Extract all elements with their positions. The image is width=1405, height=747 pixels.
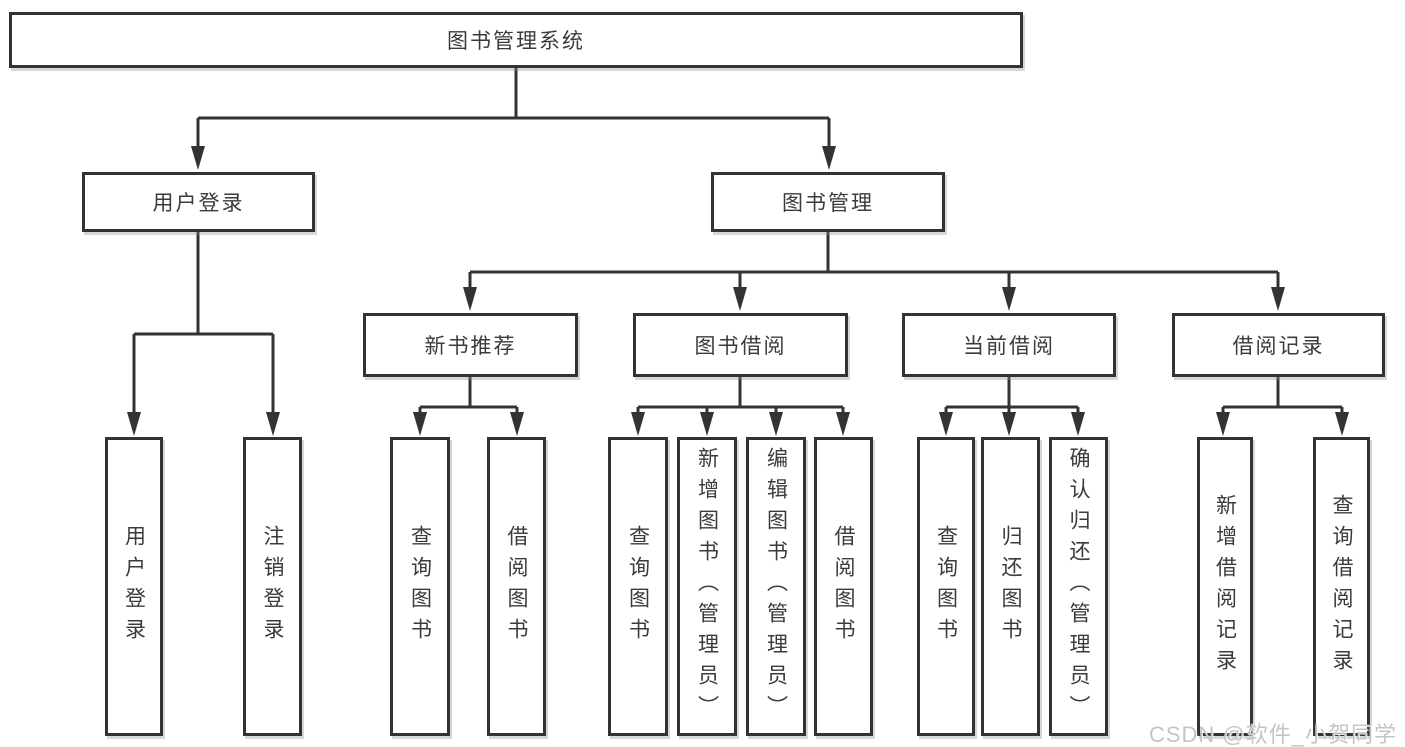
leaf-logout: 注销登录 bbox=[243, 437, 302, 736]
leaf-borrow-query-books: 查询图书 bbox=[608, 437, 668, 736]
node-book-borrow: 图书借阅 bbox=[633, 313, 848, 377]
leaf-borrow-books: 借阅图书 bbox=[814, 437, 873, 736]
node-current-borrow: 当前借阅 bbox=[902, 313, 1116, 377]
leaf-user-login: 用户登录 bbox=[105, 437, 163, 736]
leaf-add-books-admin: 新增图书（管理员） bbox=[677, 437, 737, 736]
leaf-logout-label: 注销登录 bbox=[261, 524, 285, 649]
leaf-add-books-admin-label: 新增图书（管理员） bbox=[695, 447, 720, 726]
arrowheads bbox=[127, 146, 1349, 436]
leaf-confirm-return-admin-label: 确认归还（管理员） bbox=[1067, 447, 1091, 726]
csdn-watermark: CSDN @软件_小贺同学 bbox=[1148, 722, 1397, 747]
leaf-recommend-borrow-books-label: 借阅图书 bbox=[505, 524, 529, 649]
leaf-current-query-books-label: 查询图书 bbox=[934, 524, 959, 649]
node-user-login-label: 用户登录 bbox=[152, 191, 245, 215]
leaf-add-borrow-record-label: 新增借阅记录 bbox=[1213, 493, 1238, 680]
node-root-label: 图书管理系统 bbox=[447, 29, 585, 53]
leaf-query-borrow-record-label: 查询借阅记录 bbox=[1330, 493, 1354, 680]
node-book-management: 图书管理 bbox=[711, 172, 945, 232]
leaf-current-query-books: 查询图书 bbox=[917, 437, 975, 736]
leaf-return-books-label: 归还图书 bbox=[999, 524, 1023, 649]
leaf-borrow-query-books-label: 查询图书 bbox=[626, 524, 651, 649]
leaf-recommend-query-books: 查询图书 bbox=[390, 437, 450, 736]
leaf-edit-books-admin-label: 编辑图书（管理员） bbox=[764, 447, 789, 726]
node-new-book-recommend-label: 新书推荐 bbox=[424, 334, 517, 358]
leaf-recommend-query-books-label: 查询图书 bbox=[408, 524, 433, 649]
node-new-book-recommend: 新书推荐 bbox=[363, 313, 578, 377]
leaf-borrow-books-label: 借阅图书 bbox=[832, 524, 856, 649]
node-borrow-records: 借阅记录 bbox=[1172, 313, 1385, 377]
node-current-borrow-label: 当前借阅 bbox=[963, 334, 1055, 358]
node-root-library-system: 图书管理系统 bbox=[9, 12, 1023, 68]
node-book-borrow-label: 图书借阅 bbox=[694, 334, 787, 358]
node-book-management-label: 图书管理 bbox=[782, 191, 874, 215]
node-borrow-records-label: 借阅记录 bbox=[1232, 334, 1325, 358]
leaf-edit-books-admin: 编辑图书（管理员） bbox=[746, 437, 806, 736]
leaf-recommend-borrow-books: 借阅图书 bbox=[487, 437, 546, 736]
leaf-user-login-label: 用户登录 bbox=[122, 524, 147, 649]
node-user-login: 用户登录 bbox=[82, 172, 315, 232]
leaf-return-books: 归还图书 bbox=[981, 437, 1040, 736]
leaf-add-borrow-record: 新增借阅记录 bbox=[1197, 437, 1253, 736]
leaf-query-borrow-record: 查询借阅记录 bbox=[1313, 437, 1370, 736]
leaf-confirm-return-admin: 确认归还（管理员） bbox=[1049, 437, 1108, 736]
